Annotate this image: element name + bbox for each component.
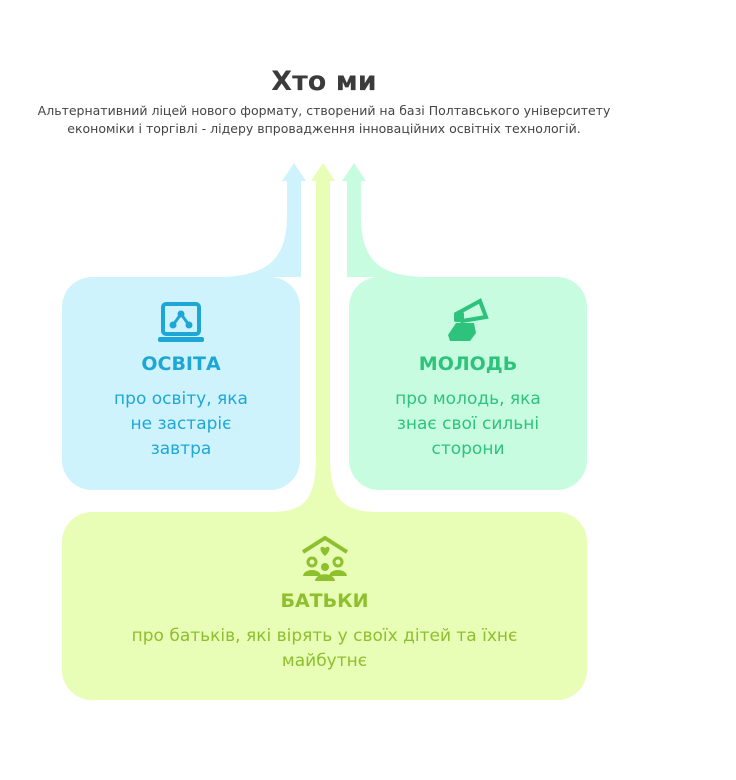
card-parents: БАТЬКИ про батьків, які вірять у своїх д…: [62, 512, 587, 700]
card-education: ОСВІТА про освіту, яка не застаріє завтр…: [62, 277, 300, 490]
card-description: про молодь, яка знає свої сильні сторони: [395, 389, 541, 459]
card-description: про батьків, які вірять у своїх дітей та…: [131, 626, 518, 671]
page-subtitle: Альтернативний ліцей нового формату, ств…: [37, 103, 611, 136]
family-house-icon: [301, 535, 348, 581]
arrow-parents: [270, 163, 380, 512]
arrow-youth: [342, 163, 430, 277]
card-youth: МОЛОДЬ про молодь, яка знає свої сильні …: [349, 277, 587, 490]
page-title: Хто ми: [271, 66, 377, 97]
card-description: про освіту, яка не застаріє завтра: [114, 389, 248, 459]
card-title: МОЛОДЬ: [418, 353, 518, 375]
hand-megaphone-icon: [448, 298, 489, 341]
card-title: БАТЬКИ: [280, 590, 369, 612]
laptop-network-icon: [158, 302, 204, 342]
card-title: ОСВІТА: [141, 353, 221, 375]
arrow-education: [215, 163, 306, 277]
